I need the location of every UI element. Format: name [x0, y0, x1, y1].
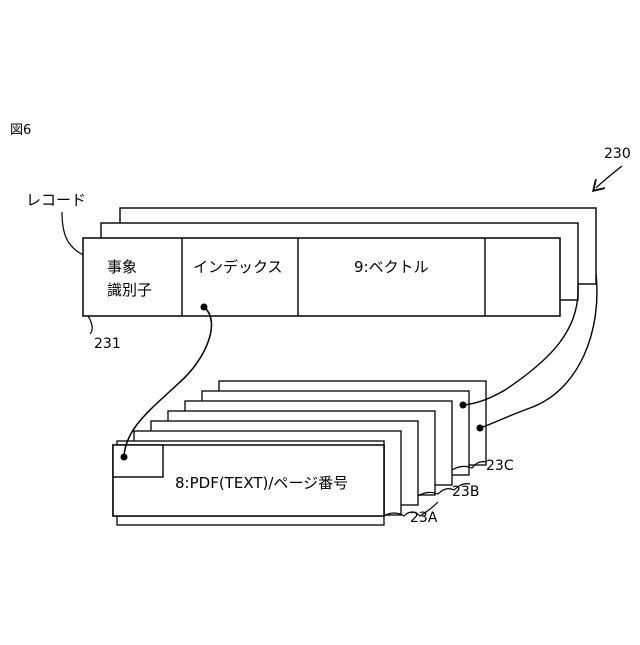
ref-23c: 23C	[486, 458, 514, 474]
record-row-front	[83, 238, 560, 316]
ref-23b: 23B	[452, 484, 479, 500]
vector-cell-label: 9:ベクトル	[354, 258, 429, 276]
ref-231-leader	[88, 316, 92, 334]
page-anchor-dot	[121, 454, 128, 461]
ref-231: 231	[94, 336, 121, 352]
index-cell-label: インデックス	[193, 258, 283, 276]
figure-label: 図6	[10, 123, 31, 138]
event-id-line1: 事象	[107, 258, 137, 276]
page-index-box	[113, 445, 163, 477]
record-label: レコード	[26, 191, 86, 209]
event-id-line2: 識別子	[107, 281, 152, 299]
ref-230-arrow	[596, 166, 622, 188]
page-anchor-dot-3	[477, 425, 484, 432]
page-front-label: 8:PDF(TEXT)/ページ番号	[175, 474, 348, 492]
ref-230: 230	[604, 146, 631, 162]
index-anchor-dot	[201, 304, 208, 311]
page-anchor-dot-2	[460, 402, 467, 409]
ref-23a: 23A	[410, 510, 438, 526]
